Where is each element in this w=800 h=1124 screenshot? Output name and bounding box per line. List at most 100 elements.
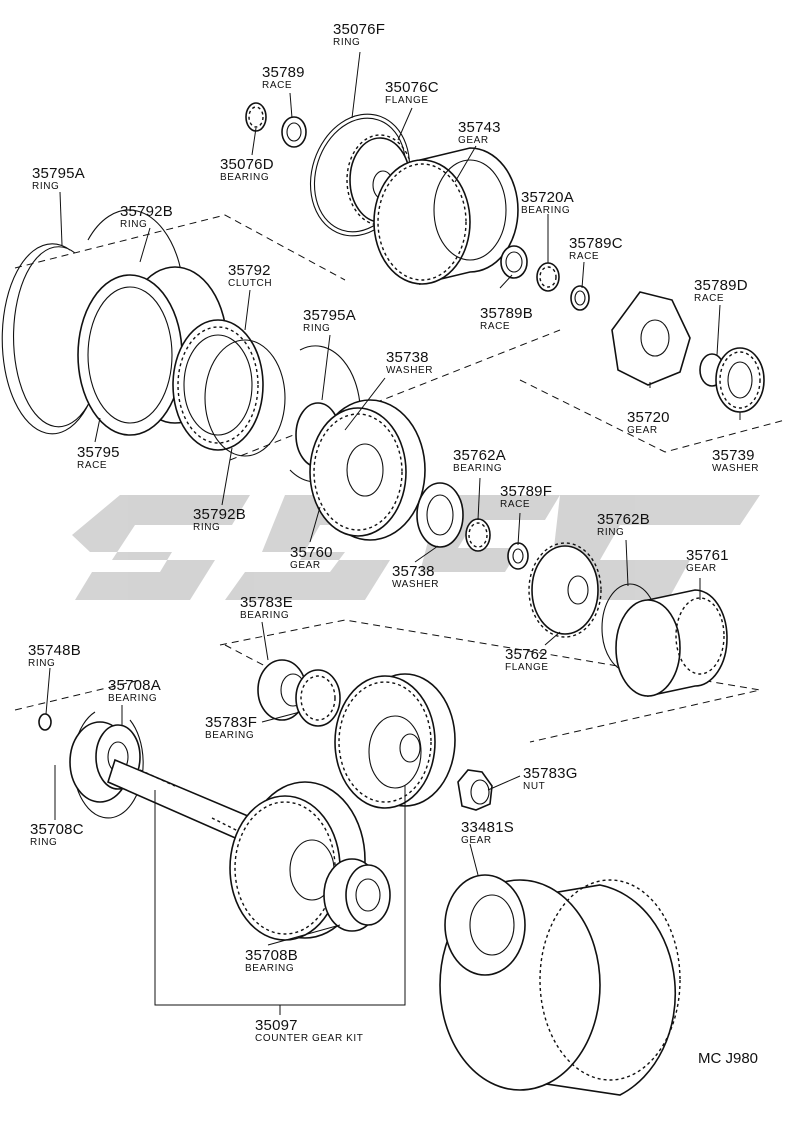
part-number: 35760 (290, 544, 333, 561)
part-number: 35789C (569, 235, 623, 252)
part-number: 35792 (228, 262, 271, 279)
part-number: 35708C (30, 821, 84, 838)
flange-35762-hub (567, 575, 589, 605)
part-number: 35076F (333, 21, 386, 38)
race-35789c (570, 285, 590, 311)
part-number: 35076C (385, 79, 439, 96)
gear-35761-face (615, 599, 681, 697)
bearing-35708b-bore (355, 878, 381, 912)
gear-35760-teeth (313, 413, 403, 531)
counter-driven-gear (229, 795, 341, 941)
part-description: RING (32, 181, 60, 192)
washer-35738-low (416, 482, 464, 548)
flange-35762 (531, 545, 599, 635)
part-number: 35762A (453, 447, 506, 464)
part-number: 35792B (193, 506, 246, 523)
part-number: 33481S (461, 819, 514, 836)
clutch-35792-sprags (177, 326, 259, 444)
race-35789 (281, 116, 307, 148)
diagram-code: MC J980 (698, 1050, 759, 1067)
gear-33481s-bore (469, 894, 515, 956)
part-description: RING (333, 37, 361, 48)
part-description: GEAR (458, 135, 489, 146)
gear-33481s (444, 874, 526, 976)
race-35789-hole (286, 122, 302, 142)
part-description: BEARING (220, 172, 270, 183)
race-35789f-hole (512, 548, 524, 564)
part-number: 35783E (240, 594, 293, 611)
race-35789c-hole (574, 290, 586, 306)
part-description: BEARING (108, 693, 158, 704)
counter-drive-gear-bore (399, 733, 421, 763)
race-35795-face (77, 274, 183, 436)
gear-35743-teeth (377, 163, 467, 281)
counter-drive-gear (334, 675, 436, 809)
gear-35743-face (373, 159, 471, 285)
part-number: 35789 (262, 64, 305, 81)
part-number: 35748B (28, 642, 81, 659)
part-number: 35720 (627, 409, 670, 426)
part-description: BEARING (521, 205, 571, 216)
part-number: 35708B (245, 947, 298, 964)
part-description: RING (597, 527, 625, 538)
part-number: 35789D (694, 277, 748, 294)
part-number: 35738 (386, 349, 429, 366)
upper-group-outline (14, 214, 786, 461)
counter-drive-gear-teeth (338, 681, 432, 803)
part-description: RING (303, 323, 331, 334)
part-description: WASHER (712, 463, 760, 474)
part-number: 35739 (712, 447, 755, 464)
race-35795-inner (87, 286, 173, 424)
part-number: 35792B (120, 203, 173, 220)
bearing-35783f-rollers (300, 675, 336, 721)
part-number: 35795A (32, 165, 85, 182)
part-description: RING (193, 522, 221, 533)
flange-35762-teeth (528, 542, 602, 638)
part-description: GEAR (627, 425, 658, 436)
differential-drum-teeth (539, 879, 681, 1081)
part-description: BEARING (205, 730, 255, 741)
part-description: RING (30, 837, 58, 848)
race-35789b (500, 245, 528, 279)
nut-35783g (457, 769, 493, 811)
ring-35792b-low (204, 339, 286, 457)
part-number: 35789B (480, 305, 533, 322)
nut-35783g-hole (470, 779, 490, 805)
ring-35795a-top (1, 243, 99, 435)
bearing-35762a-rollers (468, 522, 488, 548)
part-description: WASHER (386, 365, 434, 376)
part-number: 35743 (458, 119, 501, 136)
part-description: GEAR (686, 563, 717, 574)
gear-35743-bore (433, 159, 507, 261)
part-number: 35738 (392, 563, 435, 580)
part-number: 35761 (686, 547, 729, 564)
race-35789b-hole (505, 251, 523, 273)
part-number: 35783F (205, 714, 258, 731)
part-number: 35076D (220, 156, 274, 173)
part-description: RACE (480, 321, 511, 332)
part-description: BEARING (240, 610, 290, 621)
part-number: 35789F (500, 483, 553, 500)
part-description: COUNTER GEAR KIT (255, 1033, 364, 1044)
